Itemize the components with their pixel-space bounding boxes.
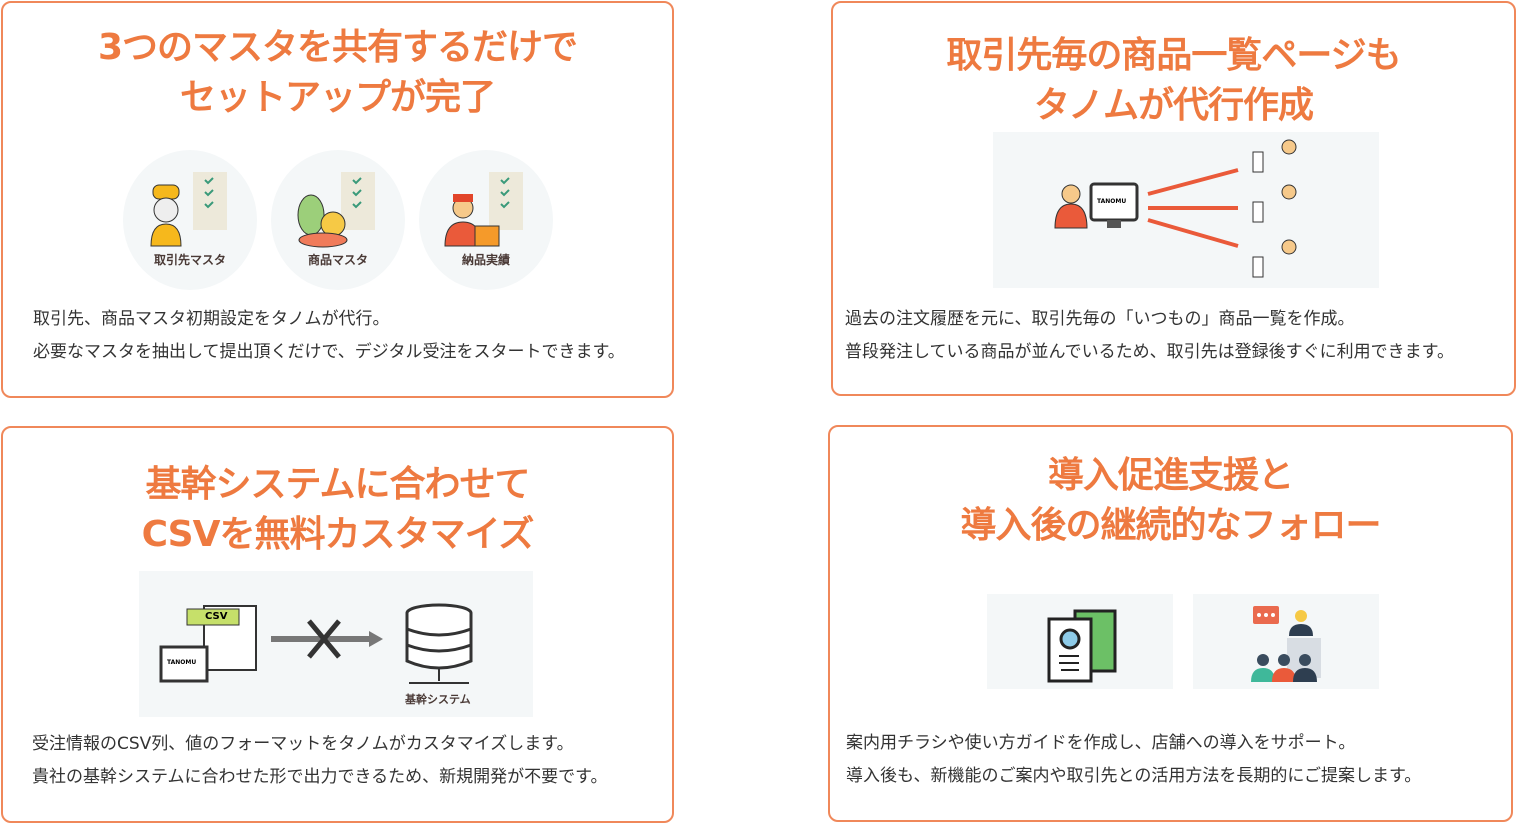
card-title-line: CSVを無料カスタマイズ: [141, 514, 535, 555]
card-description-line: 普段発注している商品が並んでいるため、取引先は登録後すぐに利用できます。: [845, 342, 1454, 362]
card-description-line: 案内用チラシや使い方ガイドを作成し、店舗への導入をサポート。: [846, 733, 1356, 753]
product-list-illustration: TANOMU: [993, 132, 1379, 288]
screen-label: TANOMU: [1097, 198, 1127, 205]
card-product-list: 取引先毎の商品一覧ページも タノムが代行作成 TANOMU 過去の注文履歴を元に…: [831, 1, 1516, 396]
card-description-line: 取引先、商品マスタ初期設定をタノムが代行。: [33, 309, 390, 329]
card-csv-customize: 基幹システムに合わせて CSVを無料カスタマイズ CSV TANOMU 基幹シス…: [1, 426, 674, 823]
chef-document-icon: [150, 172, 227, 247]
delivery-record-item: 納品実績: [419, 150, 553, 290]
card-setup: 3つのマスタを共有するだけで セットアップが完了 取引先マスタ 商品マスタ 納品…: [1, 1, 674, 398]
courier-document-icon: [444, 172, 523, 247]
item-label: 取引先マスタ: [153, 253, 226, 267]
vegetables-document-icon: [297, 172, 375, 248]
card-title-line: 3つのマスタを共有するだけで: [97, 27, 578, 68]
product-master-item: 商品マスタ: [271, 150, 405, 290]
card-support: 導入促進支援と 導入後の継続的なフォロー 案内用チラシや使い方ガイドを作成し、店…: [828, 425, 1513, 822]
card-description-line: 貴社の基幹システムに合わせた形で出力できるため、新規開発が不要です。: [32, 767, 608, 787]
flyer-panel: [987, 594, 1173, 689]
db-label: 基幹システム: [405, 693, 471, 706]
presentation-icon: [1251, 606, 1321, 682]
card-title-line: 導入促進支援と: [1047, 455, 1294, 496]
flyer-icon: [1047, 609, 1117, 683]
screen-label: TANOMU: [167, 659, 197, 666]
card-description-line: 過去の注文履歴を元に、取引先毎の「いつもの」商品一覧を作成。: [845, 309, 1355, 329]
item-label: 商品マスタ: [307, 253, 368, 267]
csv-to-system-icon: [159, 603, 473, 684]
card-title-line: 取引先毎の商品一覧ページも: [946, 35, 1401, 76]
courier-to-clients-icon: [1054, 139, 1297, 278]
csv-label: CSV: [205, 611, 228, 622]
client-master-item: 取引先マスタ: [123, 150, 257, 290]
card-description-line: 導入後も、新機能のご案内や取引先との活用方法を長期的にご提案します。: [846, 766, 1422, 786]
card-title-line: セットアップが完了: [179, 77, 496, 118]
card-title-line: 導入後の継続的なフォロー: [960, 505, 1381, 546]
card-title-line: 基幹システムに合わせて: [145, 464, 531, 505]
csv-illustration: CSV TANOMU 基幹システム: [139, 571, 533, 717]
seminar-panel: [1193, 594, 1379, 689]
item-label: 納品実績: [461, 253, 510, 267]
card-description-line: 受注情報のCSV列、値のフォーマットをタノムがカスタマイズします。: [32, 734, 574, 754]
card-title-line: タノムが代行作成: [1034, 85, 1314, 126]
card-description-line: 必要なマスタを抽出して提出頂くだけで、デジタル受注をスタートできます。: [33, 342, 625, 362]
